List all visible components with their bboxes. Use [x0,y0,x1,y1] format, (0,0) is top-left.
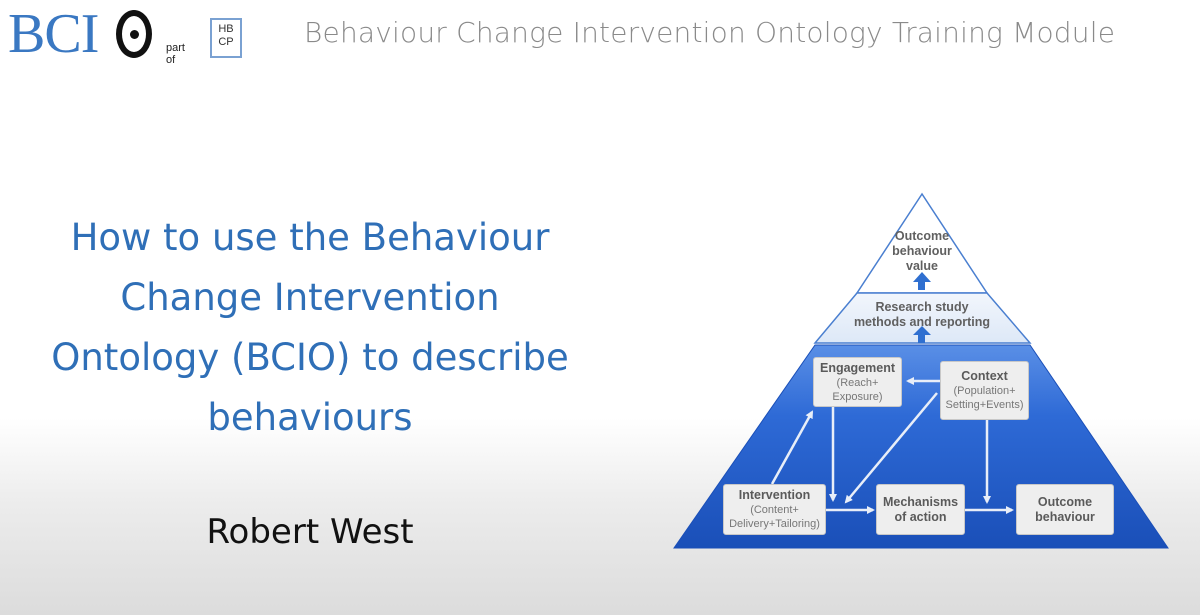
author-name: Robert West [206,512,414,552]
tier-outcome-behaviour-value: Outcome behaviour value [862,229,982,274]
node-title: Mechanisms [882,494,959,509]
node-title: Context [961,369,1008,383]
node-subtitle: (Content+ [750,504,799,516]
node-title: of action [894,509,947,524]
node-subtitle: Exposure) [832,390,883,403]
tier-research-study: Research study methods and reporting [842,300,1002,330]
tier-line: value [906,259,938,273]
title-line: How to use the Behaviour [70,216,550,259]
logo-text: BCI [8,3,99,65]
node-title: Outcome [1037,494,1093,509]
logo-part-of: part of [166,42,185,66]
slide-header: BCI part of HB CP Behaviour Change Inter… [0,0,1200,70]
tier-line: Research study [875,300,969,314]
slide-title: How to use the Behaviour Change Interven… [20,208,600,448]
node-subtitle: (Population+ [953,385,1016,397]
tier-line: methods and reporting [853,315,991,329]
hbcp-logo: HB CP [210,18,242,58]
node-title: Engagement [819,360,895,375]
title-line: Change Intervention [120,276,500,319]
node-subtitle: Delivery+Tailoring) [729,518,820,530]
node-outcome-behaviour: Outcome behaviour [1016,484,1114,535]
node-mechanisms-of-action: Mechanisms of action [876,484,965,535]
tier-line: behaviour [892,244,952,258]
node-intervention: Intervention (Content+ Delivery+Tailorin… [723,484,826,535]
node-title: behaviour [1035,509,1095,524]
node-engagement: Engagement (Reach+ Exposure) [813,357,902,407]
tier-line: Outcome [894,229,950,243]
hbcp-bottom: CP [218,36,234,48]
title-line: Ontology (BCIO) to describe [51,336,569,379]
node-title: Intervention [738,488,811,502]
title-line: behaviours [207,396,413,439]
node-subtitle: (Reach+ [836,376,879,389]
logo-eye-icon [116,10,152,58]
module-title: Behaviour Change Intervention Ontology T… [304,16,1116,49]
node-context: Context (Population+ Setting+Events) [940,361,1029,420]
hbcp-top: HB [218,23,234,35]
node-subtitle: Setting+Events) [945,399,1024,411]
